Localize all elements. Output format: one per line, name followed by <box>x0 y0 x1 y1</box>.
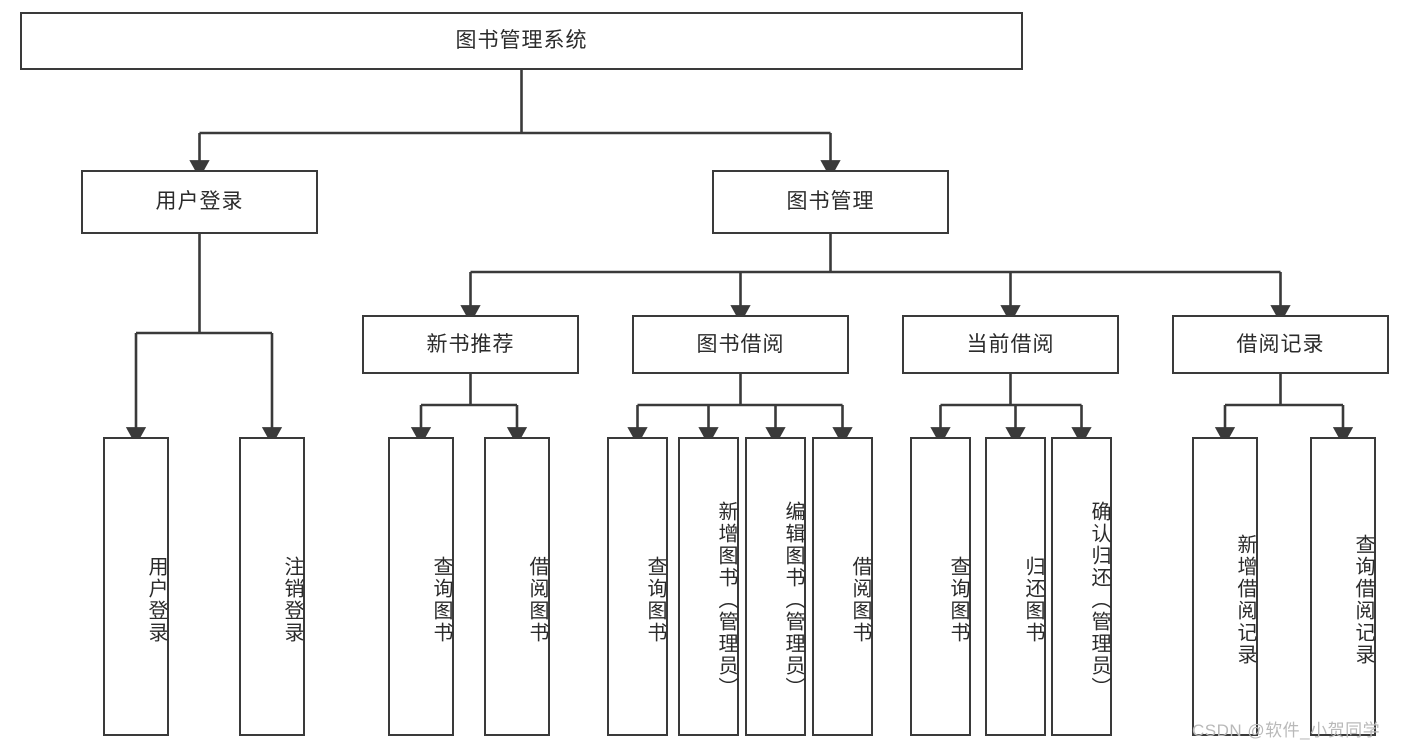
node-leaf-bb-edit-book[interactable]: 编辑图书（管理员） <box>745 437 806 736</box>
node-label: 当前借阅 <box>966 332 1055 356</box>
node-borrow-record[interactable]: 借阅记录 <box>1172 315 1389 374</box>
node-label: 图书借阅 <box>696 332 785 356</box>
node-label: 图书管理系统 <box>455 29 588 53</box>
node-current-borrow[interactable]: 当前借阅 <box>902 315 1119 374</box>
node-label: 查询图书 <box>947 555 969 644</box>
node-leaf-cb-return-book[interactable]: 归还图书 <box>985 437 1046 736</box>
node-leaf-cb-query-book[interactable]: 查询图书 <box>910 437 971 736</box>
node-new-book-rec[interactable]: 新书推荐 <box>362 315 579 374</box>
node-leaf-user-login[interactable]: 用户登录 <box>103 437 169 736</box>
node-leaf-br-query-record[interactable]: 查询借阅记录 <box>1310 437 1376 736</box>
node-label: 借阅记录 <box>1236 332 1325 356</box>
node-label: 用户登录 <box>145 555 167 644</box>
node-user-login[interactable]: 用户登录 <box>81 170 318 234</box>
node-leaf-bb-borrow-book[interactable]: 借阅图书 <box>812 437 873 736</box>
node-label: 用户登录 <box>155 190 244 214</box>
node-label: 借阅图书 <box>849 555 871 644</box>
node-book-manage[interactable]: 图书管理 <box>712 170 949 234</box>
node-leaf-logout[interactable]: 注销登录 <box>239 437 305 736</box>
node-label: 查询图书 <box>430 555 452 644</box>
node-label: 新书推荐 <box>426 332 515 356</box>
node-leaf-bb-query-book[interactable]: 查询图书 <box>607 437 668 736</box>
connector-lines <box>125 70 1354 446</box>
node-label: 注销登录 <box>281 555 303 644</box>
node-label: 归还图书 <box>1022 555 1044 644</box>
node-book-borrow[interactable]: 图书借阅 <box>632 315 849 374</box>
node-label: 编辑图书（管理员） <box>782 500 804 699</box>
node-label: 借阅图书 <box>526 555 548 644</box>
node-label: 图书管理 <box>786 190 875 214</box>
node-root[interactable]: 图书管理系统 <box>20 12 1023 70</box>
node-leaf-br-add-record[interactable]: 新增借阅记录 <box>1192 437 1258 736</box>
node-leaf-bb-add-book[interactable]: 新增图书（管理员） <box>678 437 739 736</box>
node-leaf-cb-confirm-return[interactable]: 确认归还（管理员） <box>1051 437 1112 736</box>
node-leaf-rec-borrow-book[interactable]: 借阅图书 <box>484 437 550 736</box>
node-label: 新增借阅记录 <box>1234 533 1256 666</box>
node-label: 查询图书 <box>644 555 666 644</box>
node-label: 查询借阅记录 <box>1352 533 1374 666</box>
node-label: 新增图书（管理员） <box>715 500 737 699</box>
node-label: 确认归还（管理员） <box>1088 500 1110 699</box>
node-leaf-rec-query-book[interactable]: 查询图书 <box>388 437 454 736</box>
